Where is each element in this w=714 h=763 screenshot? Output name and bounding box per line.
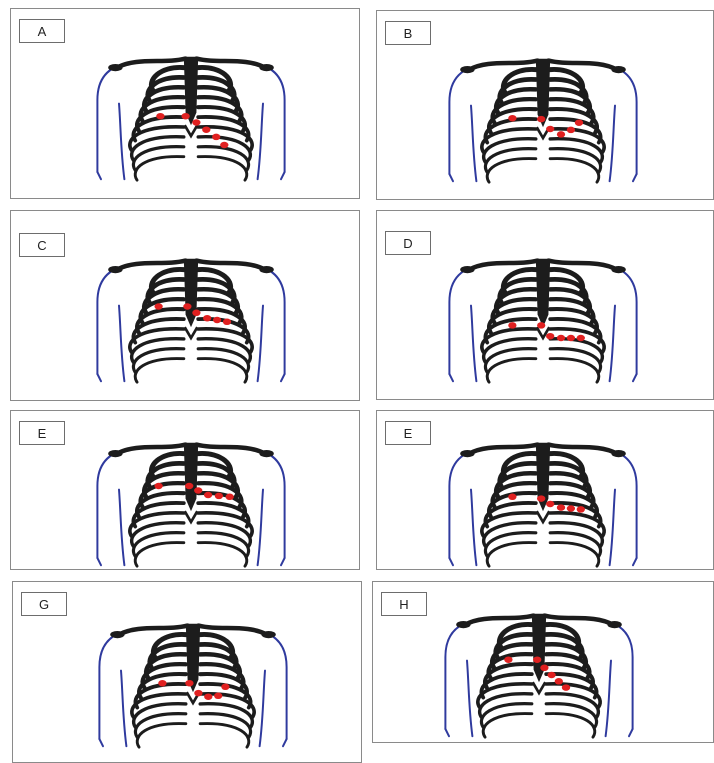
panel-c: C: [10, 210, 360, 401]
costal-margin: [185, 511, 198, 522]
chest-diagram: [435, 39, 651, 192]
electrode-dot: [185, 483, 193, 489]
panel-g: G: [12, 581, 362, 763]
electrode-dot: [215, 493, 223, 499]
chest-diagram: [431, 594, 647, 743]
chest-diagram: [83, 423, 299, 570]
electrode-dot: [212, 134, 220, 140]
chest-diagram: [435, 239, 651, 392]
electrode-dot: [204, 693, 212, 699]
chest-diagram: [83, 239, 299, 392]
panel-label: D: [385, 231, 431, 255]
panel-label: G: [21, 592, 67, 616]
left-shoulder: [108, 64, 122, 71]
electrode-dot: [192, 119, 200, 125]
chest-diagram: [85, 604, 301, 757]
electrode-dot: [508, 115, 516, 121]
right-shoulder: [259, 266, 273, 273]
right-shoulder: [611, 66, 625, 73]
right-shoulder: [259, 64, 273, 71]
chest-diagram: [435, 423, 651, 570]
electrode-dot: [156, 113, 164, 119]
electrode-dot: [158, 680, 166, 686]
electrode-dot: [154, 483, 162, 489]
electrode-dot: [214, 693, 222, 699]
electrode-dot: [562, 684, 570, 690]
electrode-dot: [226, 494, 234, 500]
costal-margin: [533, 682, 546, 693]
electrode-dot: [508, 494, 516, 500]
right-shoulder: [611, 450, 625, 457]
electrode-dot: [183, 303, 191, 309]
left-shoulder: [108, 266, 122, 273]
left-shoulder: [460, 450, 474, 457]
left-shoulder: [460, 66, 474, 73]
costal-margin: [537, 511, 550, 522]
panel-b: B: [376, 10, 714, 200]
panel-d: D: [376, 210, 714, 400]
panel-e-right: E: [376, 410, 714, 570]
electrode-dot: [223, 319, 231, 325]
electrode-dot: [577, 335, 585, 341]
electrode-dot: [567, 127, 575, 133]
electrode-dot: [194, 690, 202, 696]
costal-margin: [185, 327, 198, 338]
electrode-dot: [537, 116, 545, 122]
electrode-dot: [537, 322, 545, 328]
electrode-dot: [221, 684, 229, 690]
electrode-dot: [567, 505, 575, 511]
left-shoulder: [460, 266, 474, 273]
sternum: [184, 259, 198, 327]
electrode-dot: [540, 665, 548, 671]
sternum: [532, 614, 546, 682]
left-shoulder: [108, 450, 122, 457]
right-shoulder: [259, 450, 273, 457]
left-shoulder: [110, 631, 124, 638]
electrode-dot: [537, 495, 545, 501]
sternum: [536, 259, 550, 327]
electrode-dot: [213, 317, 221, 323]
electrode-dot: [185, 680, 193, 686]
panel-label: H: [381, 592, 427, 616]
left-shoulder: [456, 621, 470, 628]
panel-e-left: E: [10, 410, 360, 570]
electrode-dot: [557, 335, 565, 341]
electrode-dot: [154, 303, 162, 309]
panel-a: A: [10, 8, 360, 199]
electrode-dot: [557, 131, 565, 137]
electrode-dot: [575, 119, 583, 125]
costal-margin: [185, 125, 198, 136]
panel-label: B: [385, 21, 431, 45]
electrode-dot: [546, 501, 554, 507]
electrode-dot: [557, 504, 565, 510]
electrode-dot: [181, 113, 189, 119]
electrode-dot: [546, 333, 554, 339]
panel-h: H: [372, 581, 714, 743]
right-shoulder: [607, 621, 621, 628]
panel-label: E: [19, 421, 65, 445]
panel-label: E: [385, 421, 431, 445]
electrode-dot: [555, 678, 563, 684]
electrode-dot: [220, 142, 228, 148]
panel-label: A: [19, 19, 65, 43]
electrode-dot: [546, 126, 554, 132]
chest-diagram: [83, 37, 299, 190]
electrode-dot: [202, 126, 210, 132]
electrode-dot: [194, 487, 202, 493]
right-shoulder: [261, 631, 275, 638]
electrode-dot: [504, 656, 512, 662]
sternum: [184, 443, 198, 511]
electrode-dot: [204, 492, 212, 498]
electrode-dot: [203, 315, 211, 321]
electrode-dot: [192, 310, 200, 316]
right-shoulder: [611, 266, 625, 273]
electrode-dot: [577, 506, 585, 512]
electrode-dot: [567, 335, 575, 341]
panel-label: C: [19, 233, 65, 257]
electrode-dot: [508, 322, 516, 328]
electrode-dot: [533, 656, 541, 662]
electrode-dot: [547, 672, 555, 678]
